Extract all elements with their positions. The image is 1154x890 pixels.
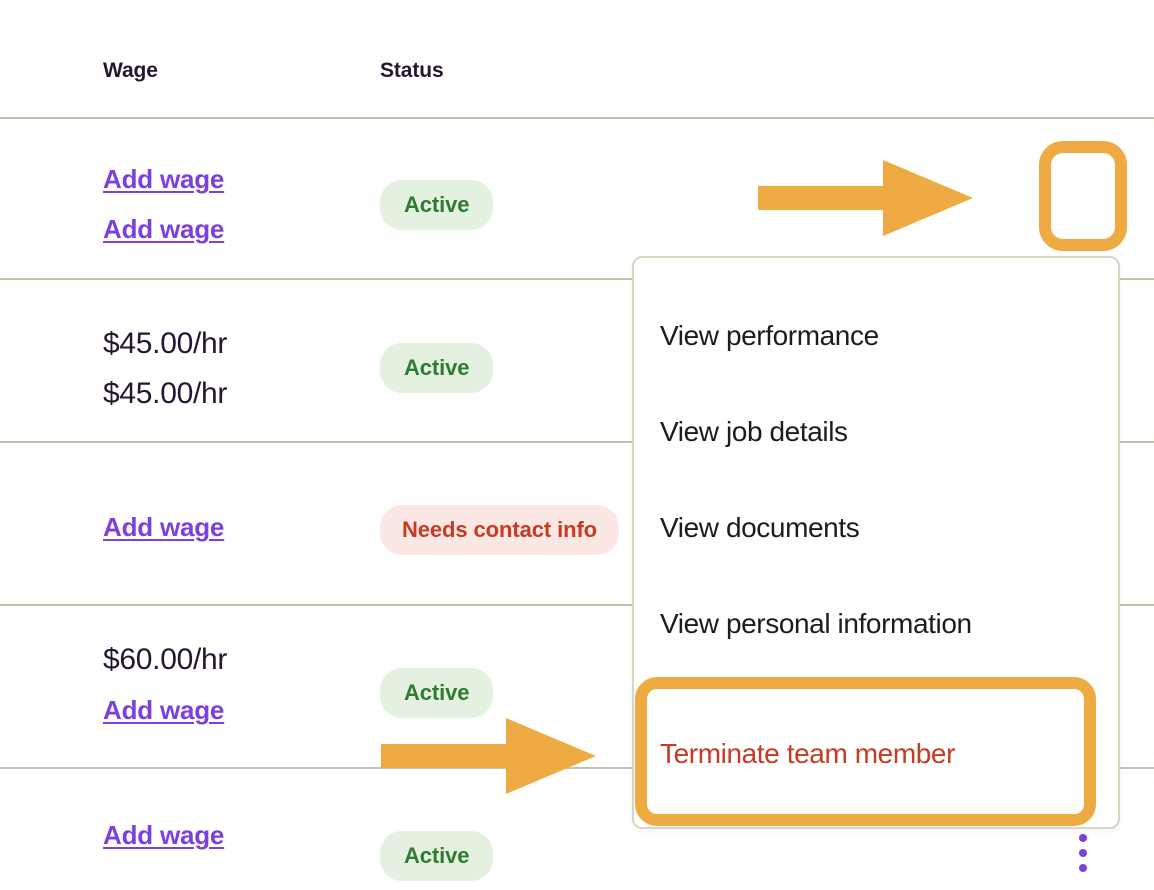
- cell-wage: $45.00/hr $45.00/hr: [103, 320, 227, 418]
- cell-status: Active: [380, 668, 494, 718]
- wage-value: $60.00/hr: [103, 643, 228, 676]
- row-actions-kebab-menu[interactable]: [1070, 829, 1096, 877]
- cell-status: Needs contact info: [380, 505, 620, 555]
- column-header-wage: Wage: [103, 59, 158, 82]
- status-badge: Active: [380, 180, 494, 230]
- add-wage-link[interactable]: Add wage: [103, 164, 225, 194]
- menu-item-view-job-details[interactable]: View job details: [660, 416, 848, 447]
- menu-item-view-performance[interactable]: View performance: [660, 320, 879, 351]
- column-header-status: Status: [380, 59, 444, 82]
- cell-status: Active: [380, 831, 494, 881]
- kebab-menu-icon: [1079, 849, 1087, 857]
- kebab-menu-icon: [1079, 834, 1087, 842]
- status-badge: Needs contact info: [380, 505, 620, 555]
- status-badge: Active: [380, 343, 494, 393]
- table-row: $45.00/hr $45.00/hr Active: [0, 278, 1154, 443]
- wage-value: $45.00/hr: [103, 327, 228, 360]
- cell-wage: Add wage: [103, 503, 224, 551]
- add-wage-link[interactable]: Add wage: [103, 695, 225, 725]
- table-row: Add wage Needs contact info: [0, 441, 1154, 606]
- status-badge: Active: [380, 668, 494, 718]
- cell-wage: Add wage Add wage: [103, 155, 224, 253]
- add-wage-link[interactable]: Add wage: [103, 820, 225, 850]
- menu-item-view-personal-information[interactable]: View personal information: [660, 608, 972, 639]
- cell-status: Active: [380, 180, 494, 230]
- cell-wage: Add wage: [103, 811, 224, 859]
- status-badge: Active: [380, 831, 494, 881]
- add-wage-link[interactable]: Add wage: [103, 512, 225, 542]
- cell-status: Active: [380, 343, 494, 393]
- row-actions-dropdown-menu: View performance View job details View d…: [632, 256, 1120, 829]
- kebab-menu-icon: [1079, 864, 1087, 872]
- cell-wage: $60.00/hr Add wage: [103, 636, 227, 734]
- wage-value: $45.00/hr: [103, 377, 228, 410]
- table-row: $60.00/hr Add wage Active: [0, 604, 1154, 769]
- menu-item-terminate-team-member[interactable]: Terminate team member: [660, 738, 956, 769]
- add-wage-link[interactable]: Add wage: [103, 214, 225, 244]
- menu-item-view-documents[interactable]: View documents: [660, 512, 860, 543]
- table-header-row: Wage Status: [0, 0, 1154, 117]
- table-row: Add wage Add wage Active: [0, 117, 1154, 334]
